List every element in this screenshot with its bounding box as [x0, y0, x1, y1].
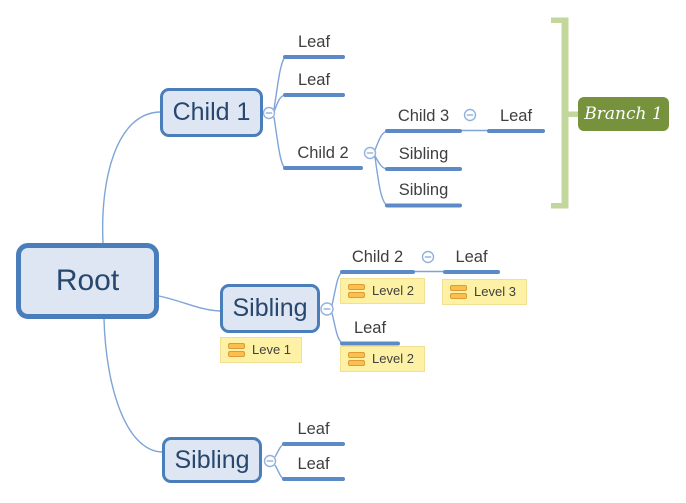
collapse-icon-child3[interactable] [463, 108, 477, 122]
note-label-level2-a[interactable]: Level 2 [340, 278, 425, 304]
note-label-text: Level 2 [372, 351, 414, 366]
edge-child1-leaf1 [273, 56, 286, 110]
node-sibling-mid[interactable]: Sibling [220, 284, 320, 333]
node-leaf-mid[interactable]: Leaf [353, 319, 387, 337]
edge-root-sibling-mid [158, 295, 221, 312]
node-sibling-line2[interactable]: Sibling [398, 181, 449, 199]
list-bars-icon [348, 283, 365, 298]
node-leaf-of-child2-mid[interactable]: Leaf [455, 248, 488, 266]
node-underlines [282, 55, 545, 481]
node-leaf-top2[interactable]: Leaf [297, 71, 331, 89]
edge-root-sibling-bottom [103, 318, 163, 453]
edge-root-child1 [101, 111, 161, 244]
edge-child2-sibling2 [374, 156, 388, 207]
collapse-icon-child2-mid[interactable] [421, 250, 435, 264]
note-label-text: Level 3 [474, 284, 516, 299]
node-leaf-bottom2[interactable]: Leaf [297, 455, 330, 473]
node-leaf-bottom1[interactable]: Leaf [297, 420, 330, 438]
note-label-leve1[interactable]: Leve 1 [220, 337, 303, 363]
note-label-text: Level 2 [372, 283, 414, 298]
note-label-text: Leve 1 [252, 342, 292, 357]
branch1-tag[interactable]: Branch 1 [578, 97, 669, 131]
node-child2-top[interactable]: Child 2 [297, 144, 349, 162]
collapse-icon-child1[interactable] [262, 106, 276, 120]
collapse-icon-sibling-mid[interactable] [320, 302, 334, 316]
edge-siblingmid-leaf [331, 312, 343, 344]
node-child2-mid[interactable]: Child 2 [351, 248, 404, 266]
collapse-icon-sibling-bottom[interactable] [263, 454, 277, 468]
node-child1[interactable]: Child 1 [160, 88, 263, 137]
node-sibling-line1[interactable]: Sibling [398, 145, 449, 163]
node-leaf-of-child3[interactable]: Leaf [499, 107, 533, 125]
node-leaf-top1[interactable]: Leaf [297, 33, 331, 51]
note-label-level3[interactable]: Level 3 [442, 279, 527, 305]
list-bars-icon [228, 342, 245, 357]
node-sibling-bottom[interactable]: Sibling [162, 437, 262, 483]
list-bars-icon [450, 284, 467, 299]
node-child3[interactable]: Child 3 [397, 107, 450, 125]
note-label-level2-b[interactable]: Level 2 [340, 346, 425, 372]
branch-bracket [551, 17, 579, 209]
list-bars-icon [348, 351, 365, 366]
node-root[interactable]: Root [16, 243, 159, 319]
collapse-icon-child2-top[interactable] [363, 146, 377, 160]
